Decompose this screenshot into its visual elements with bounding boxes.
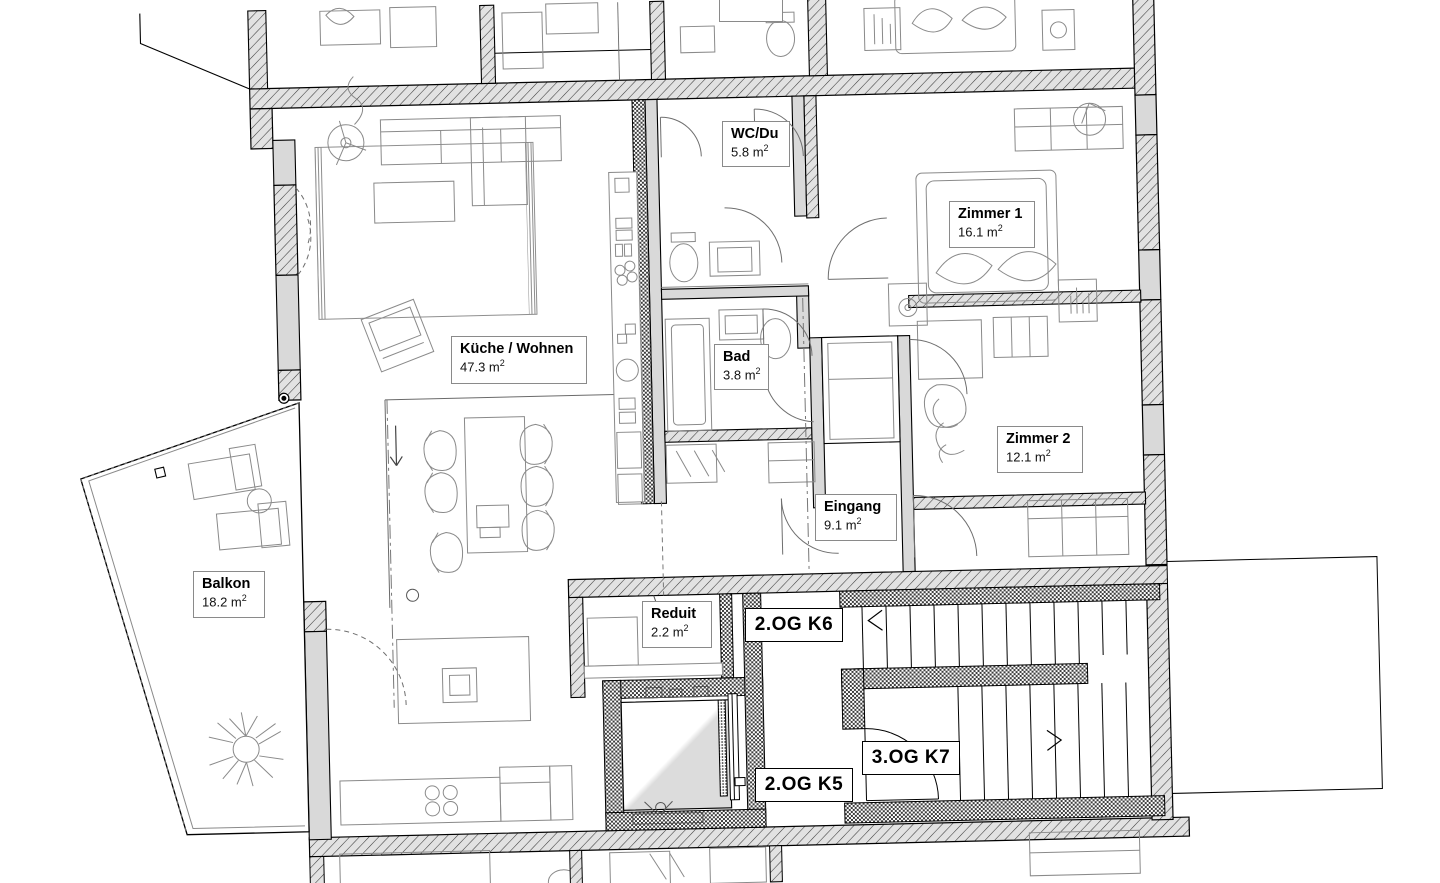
kitchen-strip <box>608 171 645 505</box>
armchair <box>360 298 435 373</box>
laptop <box>475 504 510 529</box>
reduit-contents <box>583 595 724 679</box>
shoe-cabinet <box>767 441 816 484</box>
room-label-balkon: Balkon 18.2 m2 <box>193 571 265 618</box>
wall-left <box>249 107 332 841</box>
entry-door-swing <box>780 498 839 554</box>
room-label-zimmer-2: Zimmer 2 12.1 m2 <box>997 426 1083 473</box>
bottom-partial-unit <box>309 829 1141 883</box>
bad-toilet <box>760 318 792 360</box>
unit-tag-k7: 3.OG K7 <box>862 741 960 775</box>
desk <box>916 319 984 380</box>
zimmer1-door-swing <box>827 217 887 280</box>
zimmer-2-furniture <box>909 315 1130 558</box>
neighbour-top-left <box>139 0 1076 90</box>
unit-tag-k6: 2.OG K6 <box>745 608 843 642</box>
pillow <box>935 253 993 285</box>
wc-door-swing <box>724 207 783 263</box>
lower-table <box>396 636 532 725</box>
dining-set <box>423 416 555 573</box>
stair-direction-arrow-down <box>1046 729 1063 751</box>
cooktop <box>614 260 638 286</box>
sink-basin <box>615 358 639 382</box>
balcony-drain-marker <box>154 466 167 479</box>
stair-elevator-core <box>602 556 1383 832</box>
wall-right <box>1131 0 1174 821</box>
floor-lamp <box>327 76 367 166</box>
right-terrace-outline <box>1166 556 1383 794</box>
axis-lines <box>386 298 810 708</box>
bathtub <box>664 317 713 432</box>
nightstand-right <box>1057 278 1098 323</box>
unit-tag-k5: 2.OG K5 <box>755 768 853 802</box>
room-label-top-clipped: 5.6 m2 <box>719 0 783 22</box>
coffee-table <box>373 180 456 224</box>
wc-sink <box>708 240 761 277</box>
zimmer2-door-swing <box>909 339 968 395</box>
room-label-reduit: Reduit 2.2 m2 <box>642 601 712 648</box>
nightstand-left <box>887 282 928 327</box>
shelf <box>992 315 1049 359</box>
bad-door-swing <box>762 308 813 356</box>
room-label-wc-du: WC/Du 5.8 m2 <box>722 121 790 167</box>
room-label-kueche-wohnen: Küche / Wohnen 47.3 m2 <box>451 336 587 384</box>
toilet <box>669 243 699 283</box>
sofa <box>379 115 562 207</box>
lounge-chair <box>923 384 967 464</box>
room-label-zimmer-1: Zimmer 1 16.1 m2 <box>949 201 1035 248</box>
right-partial-furniture <box>1013 102 1124 152</box>
stair-treads-lower <box>957 682 1130 801</box>
living-room-furniture <box>295 76 574 826</box>
elevator-cabin <box>620 699 733 811</box>
eingang-area <box>665 341 978 558</box>
stair-direction-arrow-up <box>867 609 883 631</box>
bed-1 <box>915 169 1060 304</box>
balcony <box>79 402 310 836</box>
room-label-eingang: Eingang 9.1 m2 <box>815 494 897 541</box>
room-label-bad: Bad 3.8 m2 <box>714 344 769 390</box>
door-swing-living <box>295 187 312 276</box>
stair-treads-upper <box>861 600 1128 669</box>
zimmer-1-furniture <box>827 169 1098 327</box>
pillow <box>997 251 1057 282</box>
balcony-plant <box>208 712 284 787</box>
balcony-lounge-chairs <box>187 443 291 551</box>
wall-top <box>248 67 1156 110</box>
kitchen-counter-bottom <box>339 765 574 826</box>
zimmer2-bench <box>1027 497 1130 558</box>
